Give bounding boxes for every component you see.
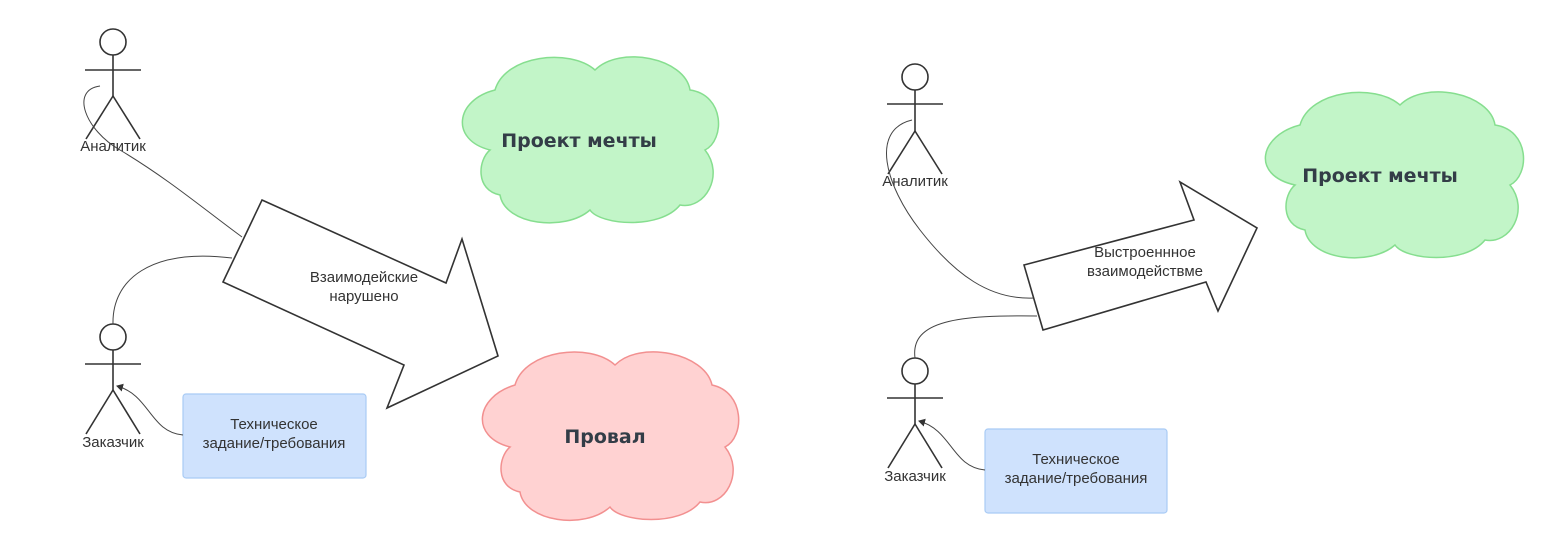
fail-cloud-label: Провал <box>564 426 645 448</box>
analyst-actor[interactable] <box>85 28 141 140</box>
right-diagram: Аналитик Заказчик Выстроеннное взаимодей… <box>882 63 1525 514</box>
analyst-connector <box>83 85 243 238</box>
customer-connector <box>112 255 233 325</box>
spec-text-line1-right: Техническое <box>1032 451 1120 468</box>
spec-to-customer-arrow <box>116 383 184 436</box>
customer-actor[interactable] <box>85 323 141 435</box>
dream-cloud-label: Проект мечты <box>501 130 657 152</box>
spec-text-line2-right: задание/требования <box>1005 470 1148 487</box>
customer-actor-right[interactable] <box>887 357 943 469</box>
customer-label-right: Заказчик <box>884 468 946 485</box>
analyst-connector-right <box>886 119 1035 299</box>
fail-cloud[interactable] <box>481 351 740 522</box>
dream-project-cloud-right[interactable] <box>1264 91 1525 259</box>
spec-text-line2: задание/требования <box>203 435 346 452</box>
spec-box-right[interactable] <box>984 428 1168 514</box>
arrow-text-line1: Взаимодейские <box>310 269 418 286</box>
analyst-label-right: Аналитик <box>882 173 948 190</box>
built-interaction-arrow[interactable] <box>1023 180 1259 331</box>
analyst-actor-right[interactable] <box>887 63 943 175</box>
dream-cloud-label-right: Проект мечты <box>1302 165 1458 187</box>
spec-to-customer-arrow-right <box>918 418 986 471</box>
spec-box[interactable] <box>182 393 367 479</box>
left-diagram: Аналитик Заказчик Взаимодейские нарушено… <box>80 28 740 522</box>
customer-label: Заказчик <box>82 434 144 451</box>
broken-interaction-arrow[interactable] <box>221 198 499 410</box>
arrow-text-line2-right: взаимодействме <box>1087 263 1203 280</box>
dream-project-cloud[interactable] <box>461 56 720 224</box>
arrow-text-line2: нарушено <box>329 288 398 305</box>
spec-text-line1: Техническое <box>230 416 318 433</box>
customer-connector-right <box>914 315 1038 359</box>
arrow-text-line1-right: Выстроеннное <box>1094 244 1196 261</box>
analyst-label: Аналитик <box>80 138 146 155</box>
